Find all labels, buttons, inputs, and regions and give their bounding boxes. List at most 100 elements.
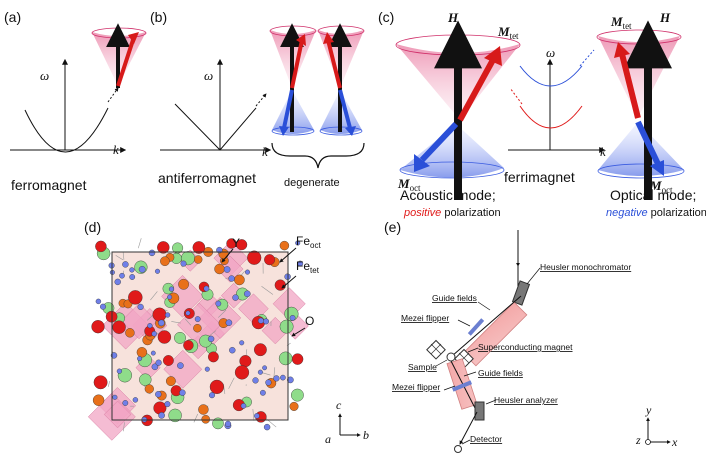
- fe-oct-atom: [236, 239, 248, 251]
- Mtet-label-left: Mtet: [497, 24, 519, 41]
- label-O: O: [305, 314, 314, 328]
- oxygen-atom: [225, 319, 233, 327]
- oxygen-atom: [122, 261, 129, 268]
- bond: [171, 321, 181, 324]
- label-detector: Detector: [470, 434, 502, 444]
- yttrium-atom: [290, 388, 304, 402]
- k-label: k: [600, 144, 606, 159]
- Mtet-label-right: Mtet: [610, 14, 632, 31]
- fe-oct-atom: [157, 241, 170, 254]
- oxygen-atom: [151, 331, 157, 337]
- bond: [228, 377, 235, 389]
- oxygen-atom: [119, 272, 125, 279]
- yttrium-atom: [278, 351, 293, 366]
- oxygen-atom: [155, 391, 162, 398]
- oxygen-atom: [244, 269, 250, 275]
- oxygen-atom: [151, 363, 159, 371]
- panel-e-label: (e): [384, 219, 401, 235]
- fe-oct-atom: [162, 355, 174, 366]
- oxygen-atom: [257, 369, 263, 375]
- mezei-flipper-2: [451, 380, 473, 392]
- label-superconducting-magnet: Superconducting magnet: [478, 342, 573, 352]
- oxygen-atom: [177, 362, 184, 369]
- oxygen-atom: [168, 286, 175, 292]
- mezei-flipper-1: [467, 318, 485, 336]
- fe-oct-atom: [264, 254, 276, 266]
- red-arrow-head: [128, 32, 139, 44]
- oxygen-atom: [259, 389, 266, 396]
- oxygen-atom: [137, 303, 144, 311]
- oxygen-atom: [273, 375, 280, 382]
- label-Fe-oct: Feoct: [296, 234, 321, 250]
- beam-path-1: [451, 295, 522, 357]
- label-monochromator: Heusler monochromator: [540, 262, 631, 272]
- oxygen-atom: [207, 335, 215, 343]
- oxygen-atom: [116, 368, 123, 374]
- oxygen-atom: [137, 356, 143, 362]
- oxygen-atom: [158, 412, 165, 419]
- caption-ferromagnet: ferromagnet: [11, 177, 87, 193]
- fe-tet-atom: [234, 274, 245, 286]
- Moct-label-right: Moct: [649, 178, 673, 195]
- oxygen-atom: [164, 401, 171, 408]
- fe-tet-atom: [214, 263, 225, 275]
- bond: [150, 291, 158, 301]
- fe-tet-atom: [201, 414, 210, 424]
- H-label-left: H: [447, 10, 459, 25]
- panel-c-label: (c): [378, 9, 394, 25]
- oxygen-atom: [232, 294, 239, 301]
- oxygen-atom: [263, 423, 271, 431]
- oxygen-atom: [167, 294, 173, 300]
- oxygen-atom: [180, 260, 187, 267]
- octahedron: [103, 400, 132, 429]
- oxygen-atom: [215, 300, 222, 307]
- bond: [252, 408, 255, 421]
- bond: [122, 251, 125, 260]
- panel-a-label: (a): [4, 9, 21, 25]
- yttrium-atom: [279, 319, 294, 334]
- oxygen-atom: [185, 310, 191, 316]
- fe-oct-atom: [192, 241, 206, 254]
- fe-oct-atom: [183, 340, 194, 351]
- panel-d: (d) Y Feoct Fetet O c a b: [84, 219, 369, 446]
- caption-antiferromagnet: antiferromagnet: [158, 170, 256, 186]
- omega-label: ω: [546, 45, 555, 60]
- oxygen-atom: [224, 420, 232, 428]
- oxygen-atom: [148, 249, 156, 257]
- sample: [446, 352, 456, 362]
- oxygen-atom: [154, 268, 160, 274]
- acoustic-mode-spin: [395, 20, 521, 200]
- fe-tet-atom: [193, 255, 203, 264]
- guide-field-tube-1: [462, 301, 528, 367]
- oxygen-atom: [254, 413, 260, 419]
- oxygen-atom: [252, 377, 259, 384]
- caption-ferrimagnet: ferrimagnet: [504, 169, 575, 185]
- bond: [261, 286, 274, 295]
- crystal-axes: c a b: [325, 398, 369, 446]
- panel-b-label: (b): [150, 9, 167, 25]
- panel-c: (c) H Mtet Moct ω k ferrimagnet: [378, 9, 706, 219]
- oxygen-atom: [228, 275, 235, 282]
- bond: [123, 422, 125, 432]
- fe-tet-atom: [136, 347, 148, 358]
- oxygen-atom: [112, 394, 118, 400]
- fe-oct-atom: [291, 353, 304, 365]
- axis-z-label: z: [635, 433, 641, 447]
- octahedron: [121, 303, 158, 340]
- dispersion-curve: [24, 107, 109, 153]
- oxygen-atom: [194, 316, 201, 322]
- omega-label: ω: [40, 68, 49, 83]
- oxygen-atom: [295, 240, 301, 246]
- fe-tet-atom: [289, 401, 299, 411]
- optical-branch: [519, 65, 583, 87]
- fe-oct-atom: [274, 279, 286, 291]
- fe-tet-atom: [125, 328, 135, 338]
- fe-oct-atom: [234, 365, 250, 380]
- oxygen-atom: [287, 376, 294, 384]
- axis-a-label: a: [325, 432, 331, 446]
- oxygen-atom: [122, 400, 129, 406]
- oxygen-atom: [262, 365, 267, 371]
- oxygen-atom: [265, 379, 272, 386]
- caption-degenerate: degenerate: [284, 177, 340, 189]
- axis-c-label: c: [336, 398, 342, 412]
